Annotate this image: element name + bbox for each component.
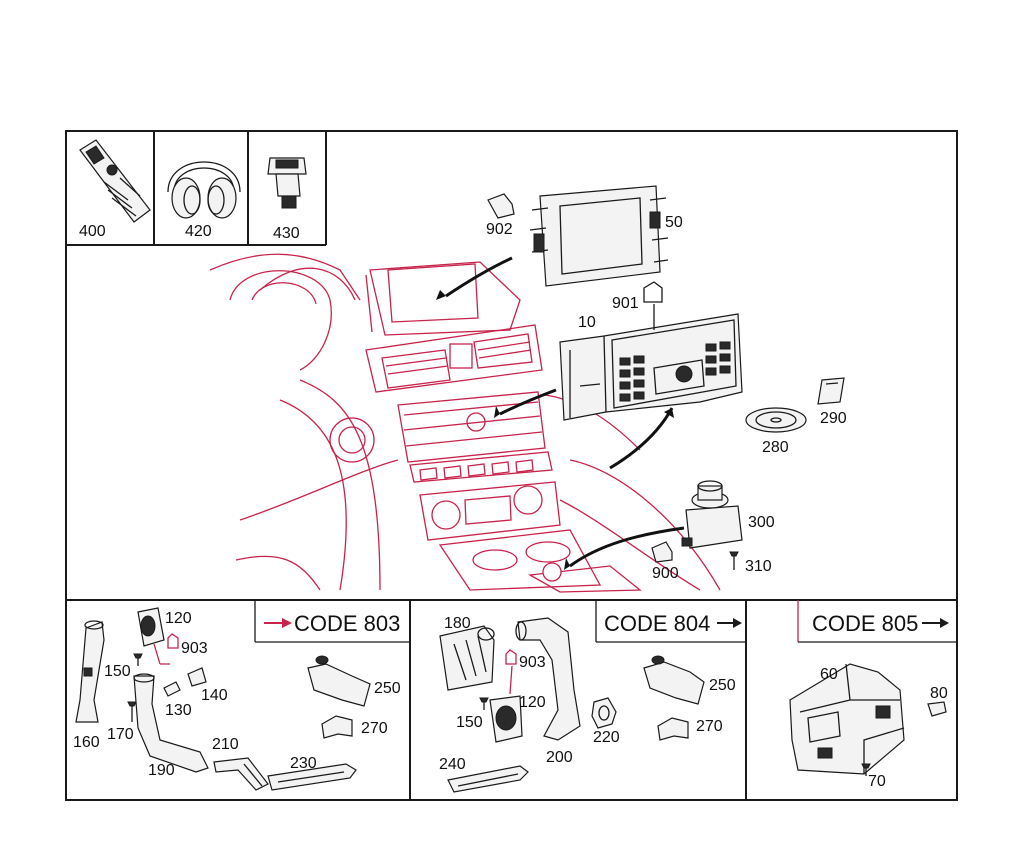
code-804-tab: CODE 804 <box>595 600 746 643</box>
callout-80: 80 <box>930 685 948 702</box>
clip-130-icon <box>163 681 181 697</box>
install-arrows <box>436 256 685 570</box>
code-804-label: CODE 804 <box>604 611 710 636</box>
callout-270: 270 <box>361 720 388 737</box>
code-805-tab: CODE 805 <box>797 600 957 643</box>
callout-160: 160 <box>73 734 100 751</box>
callout-430: 430 <box>273 225 300 242</box>
duct-160 <box>75 620 105 723</box>
callout-250: 250 <box>374 680 401 697</box>
screw-70-icon <box>861 763 871 776</box>
connector-903-code804-icon <box>505 649 517 695</box>
code-803-label: CODE 803 <box>294 611 400 636</box>
code-803-tab: CODE 803 <box>254 600 410 643</box>
duct-200 <box>515 617 581 741</box>
head-unit <box>559 313 743 421</box>
arrow-right-icon <box>733 618 742 628</box>
memory-card-icon <box>817 377 845 405</box>
gasket-220-icon <box>591 697 617 729</box>
callout-290: 290 <box>820 410 847 427</box>
remote-control-icon <box>79 139 151 223</box>
callout-150: 150 <box>104 663 131 680</box>
diagram-frame <box>65 130 958 801</box>
callout-180: 180 <box>444 615 471 632</box>
duct-270-code803 <box>321 715 353 739</box>
callout-170: 170 <box>107 726 134 743</box>
callout-250: 250 <box>709 677 736 694</box>
disc-icon <box>745 407 807 433</box>
clip-80-icon <box>927 701 947 717</box>
callout-140: 140 <box>201 687 228 704</box>
duct-250-code803 <box>307 655 371 707</box>
screw-310-icon <box>729 551 739 570</box>
duct-230 <box>267 763 357 791</box>
part-callouts: 400 420 430 902 50 901 10 290 280 300 90… <box>73 214 948 790</box>
duct-190 <box>133 673 209 773</box>
duct-250-code804 <box>643 655 705 705</box>
speaker-unit-120 <box>137 607 170 665</box>
callout-270: 270 <box>696 718 723 735</box>
duct-270-code804 <box>657 717 689 741</box>
connector-902-icon <box>487 193 515 219</box>
callout-420: 420 <box>185 223 212 240</box>
callout-230: 230 <box>290 755 317 772</box>
callout-901: 901 <box>612 295 639 312</box>
screw-170-icon <box>127 701 137 722</box>
arrow-right-icon <box>282 618 292 628</box>
head-unit-buttons <box>619 341 731 402</box>
code-805-label: CODE 805 <box>812 611 918 636</box>
connector-903-icon <box>167 633 179 649</box>
callout-200: 200 <box>546 749 573 766</box>
callout-902: 902 <box>486 221 513 238</box>
screw-150-code804-icon <box>479 697 489 710</box>
callout-10: 10 <box>578 314 596 331</box>
duct-210 <box>213 757 269 791</box>
callout-50: 50 <box>665 214 683 231</box>
headphones-icon <box>167 161 241 219</box>
connector-900-icon <box>651 541 673 563</box>
callout-210: 210 <box>212 736 239 753</box>
callout-240: 240 <box>439 756 466 773</box>
callout-310: 310 <box>745 558 772 575</box>
callout-190: 190 <box>148 762 175 779</box>
duct-240 <box>447 765 529 793</box>
callout-130: 130 <box>165 702 192 719</box>
speaker-unit-120-code804 <box>489 695 523 743</box>
callout-220: 220 <box>593 729 620 746</box>
callout-900: 900 <box>652 565 679 582</box>
display-unit <box>529 185 669 287</box>
bracket-180 <box>439 625 495 691</box>
controller-unit <box>681 480 743 549</box>
callout-280: 280 <box>762 439 789 456</box>
housing-60 <box>789 663 905 775</box>
callout-400: 400 <box>79 223 106 240</box>
callout-60: 60 <box>820 666 838 683</box>
callout-120: 120 <box>165 610 192 627</box>
callout-300: 300 <box>748 514 775 531</box>
clip-140-icon <box>187 667 207 687</box>
dashboard-outline <box>209 253 721 593</box>
callout-150: 150 <box>456 714 483 731</box>
screw-150-icon <box>133 653 143 666</box>
callout-70: 70 <box>868 773 886 790</box>
arrow-right-icon <box>940 618 949 628</box>
callout-903: 903 <box>181 640 208 657</box>
usb-connector-icon <box>267 157 307 209</box>
connector-901-icon <box>643 281 663 330</box>
callout-903: 903 <box>519 654 546 671</box>
callout-120: 120 <box>519 694 546 711</box>
